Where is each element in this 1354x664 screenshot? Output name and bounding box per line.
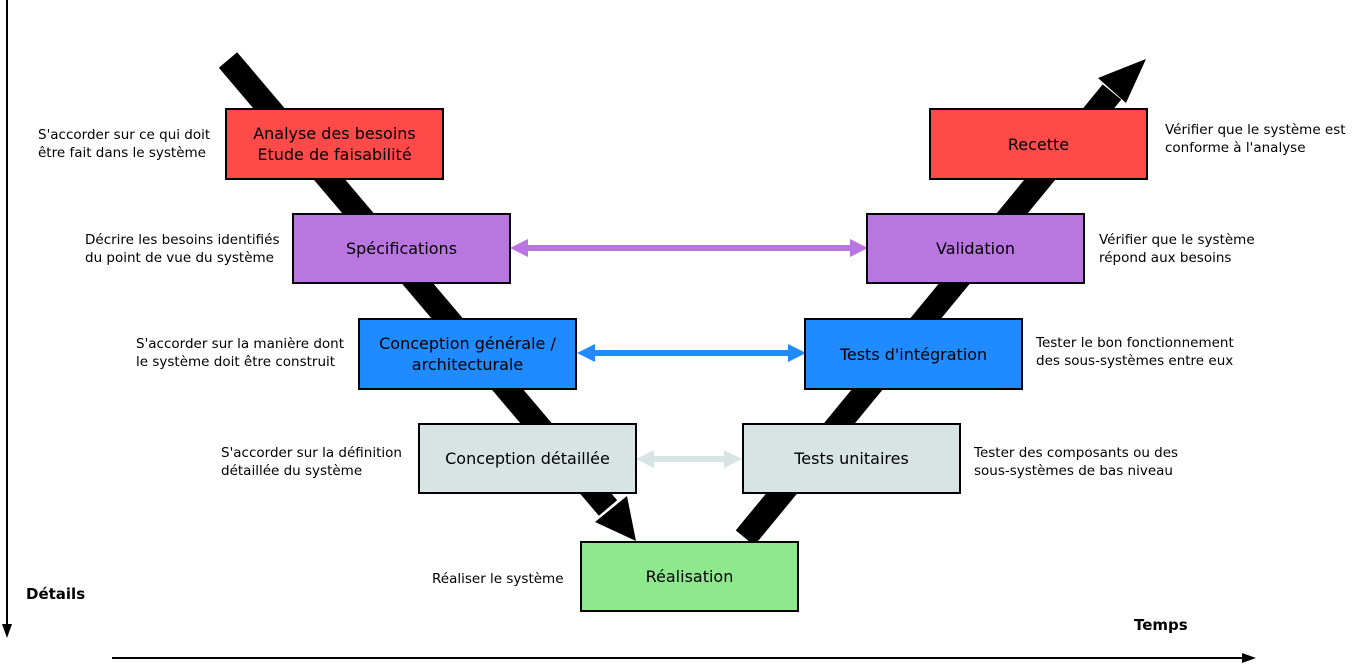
note-analyse: S'accorder sur ce qui doit être fait dan… — [38, 127, 211, 161]
link-specifications-validation — [510, 239, 868, 257]
box-conception-detaillee: Conception détaillée — [418, 423, 637, 494]
box-tests-unitaires: Tests unitaires — [742, 423, 961, 494]
box-tests-integration: Tests d'intégration — [804, 318, 1023, 390]
details-axis-head — [2, 624, 12, 638]
note-conception-generale: S'accorder sur la manière dont le systèm… — [136, 336, 344, 370]
box-conception-generale: Conception générale / architecturale — [358, 318, 577, 390]
note-recette: Vérifier que le système est conforme à l… — [1165, 122, 1346, 156]
box-recette: Recette — [929, 108, 1148, 180]
box-validation: Validation — [866, 213, 1085, 284]
box-specifications: Spécifications — [292, 213, 511, 284]
axis-label-temps: Temps — [1134, 616, 1188, 634]
note-specifications: Décrire les besoins identifiés du point … — [85, 232, 280, 266]
note-tests-integration: Tester le bon fonctionnement des sous-sy… — [1036, 335, 1234, 369]
note-conception-detaillee: S'accorder sur la définition détaillée d… — [221, 445, 402, 479]
time-axis-head — [1242, 653, 1256, 663]
link-detaillee-unitaires — [636, 450, 742, 468]
box-analyse-besoins: Analyse des besoins Etude de faisabilité — [225, 108, 444, 180]
note-validation: Vérifier que le système répond aux besoi… — [1099, 232, 1255, 266]
box-realisation: Réalisation — [580, 541, 799, 612]
ascending-arrow-head — [1098, 59, 1146, 103]
note-tests-unitaires: Tester des composants ou des sous-systèm… — [974, 445, 1179, 479]
note-realisation: Réaliser le système — [432, 571, 564, 587]
axis-label-details: Détails — [26, 585, 86, 603]
descending-arrow-head — [595, 496, 636, 541]
link-conception-integration — [577, 344, 806, 362]
